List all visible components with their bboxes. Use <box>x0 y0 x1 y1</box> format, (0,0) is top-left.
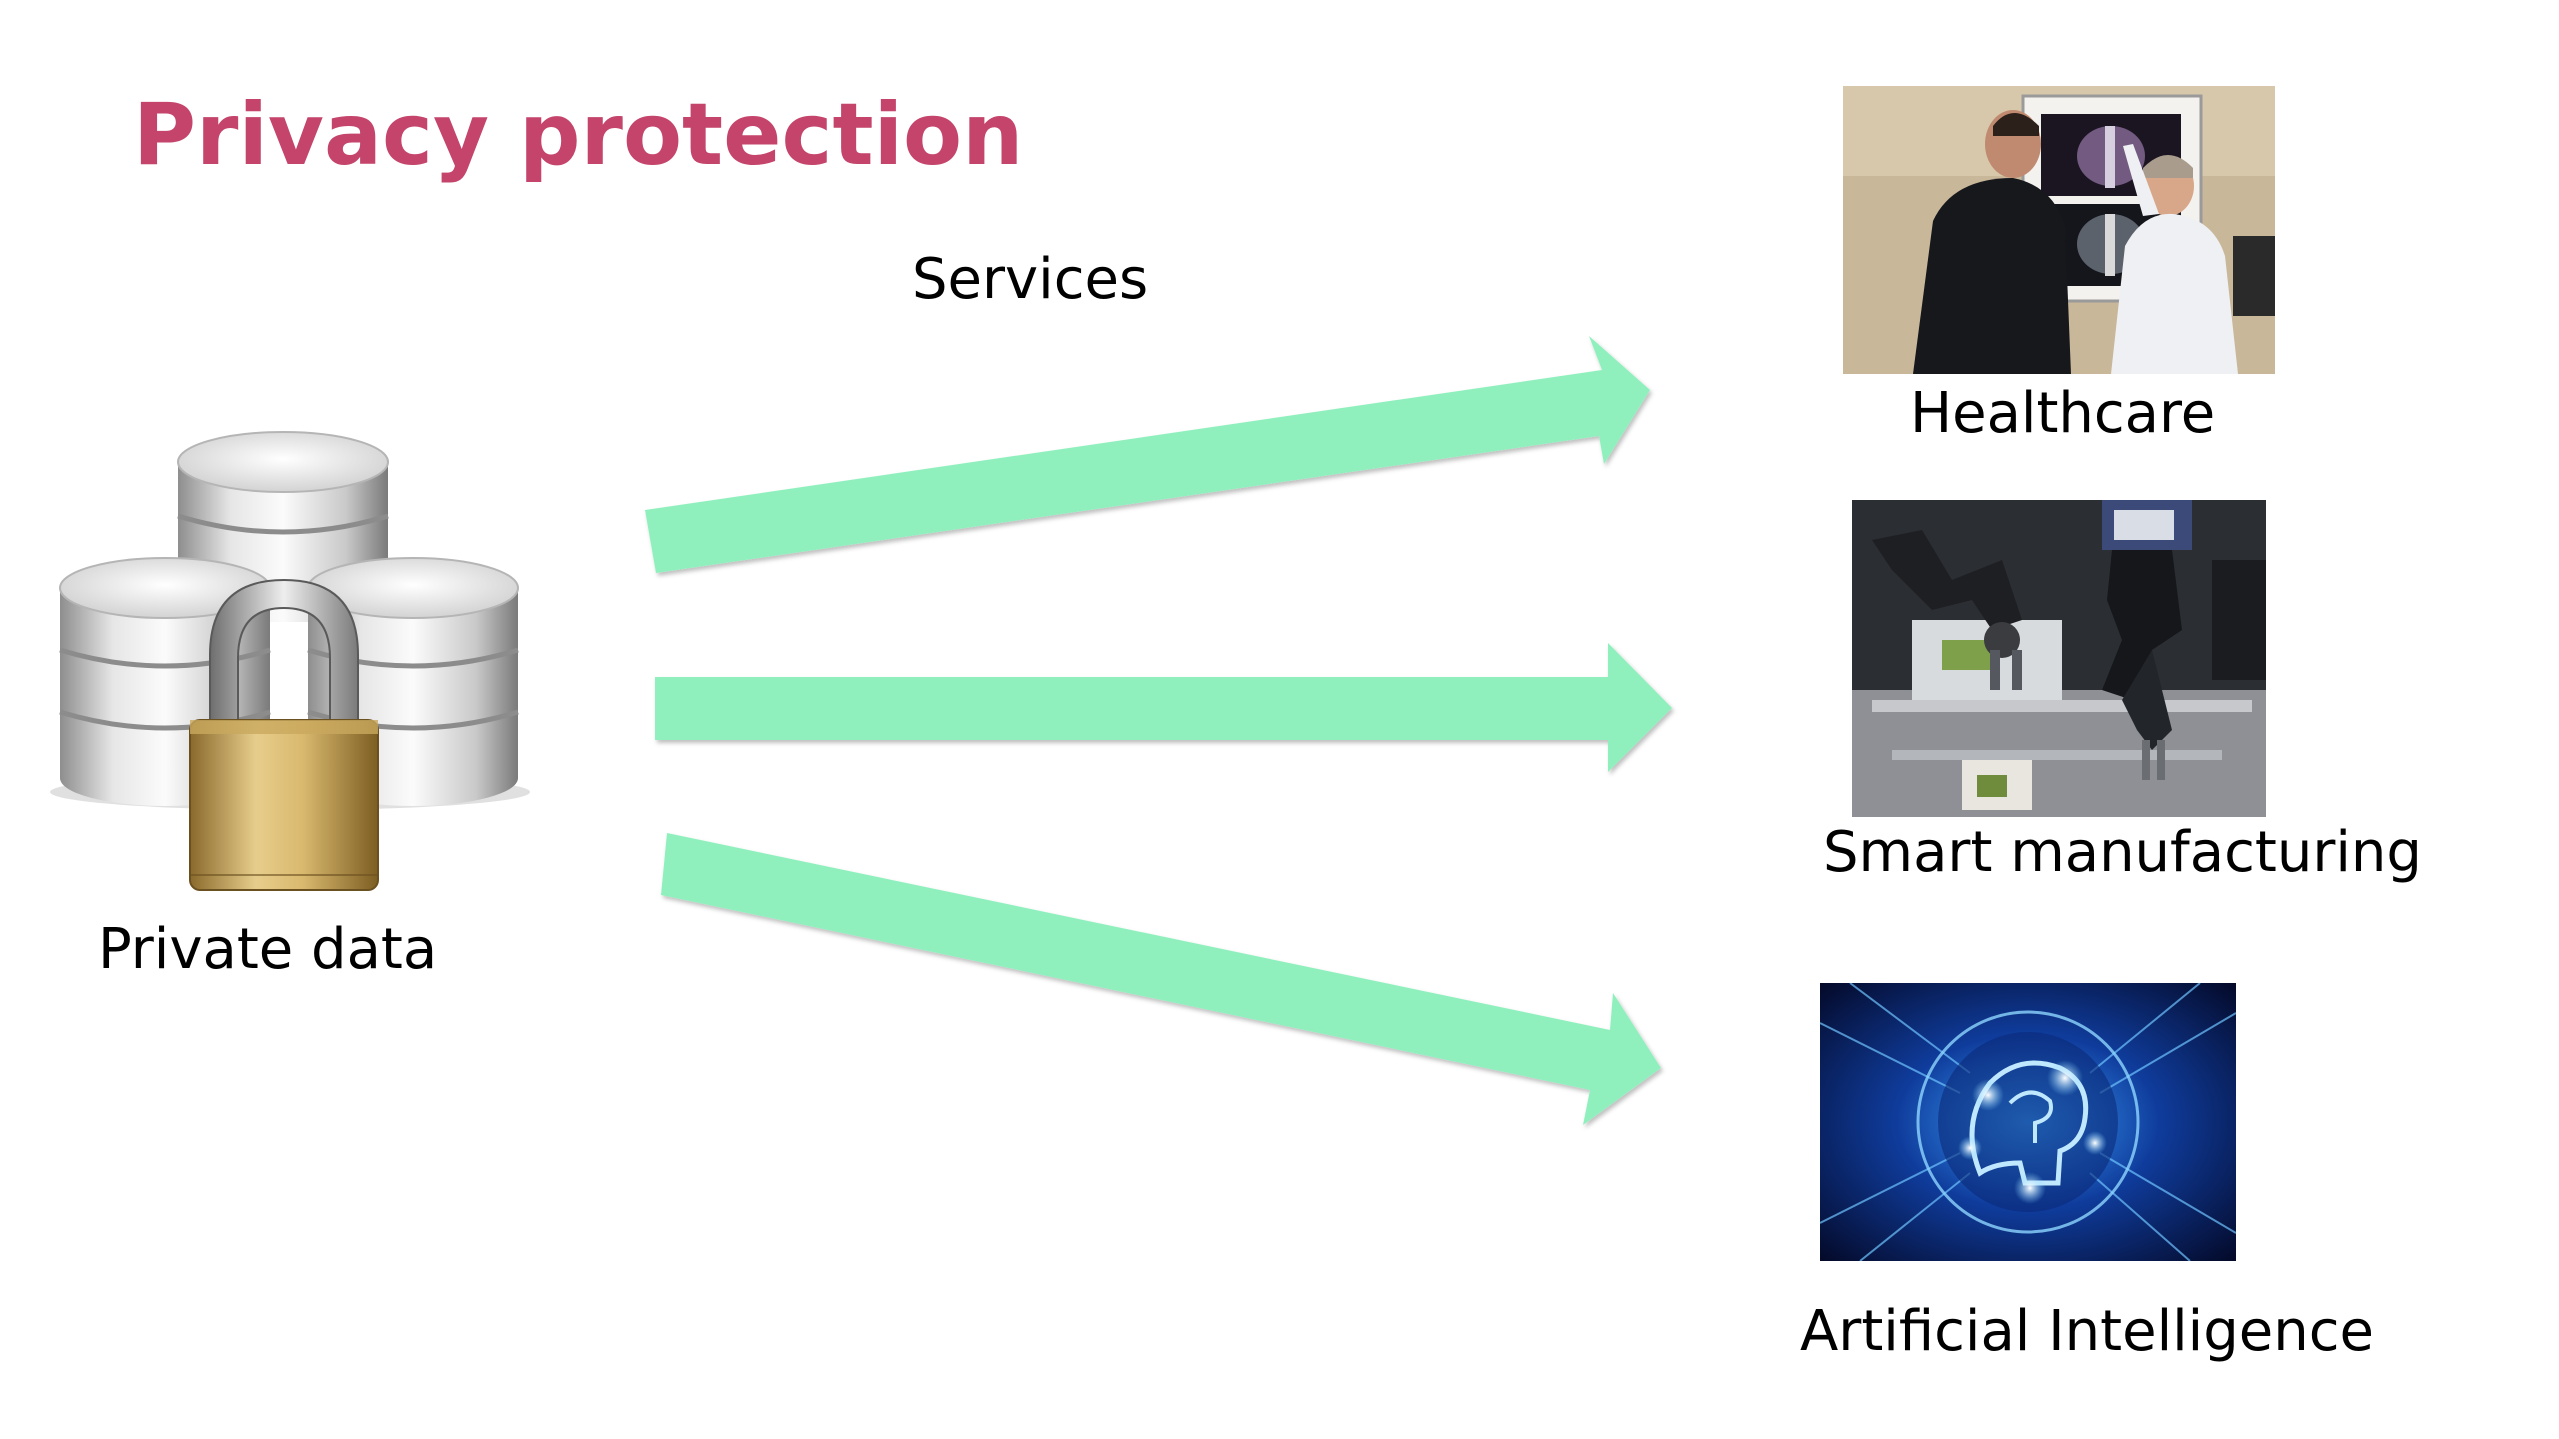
ai-brain-circuit-image <box>1820 983 2236 1261</box>
artificial-intelligence-label: Artificial Intelligence <box>1800 1299 2374 1364</box>
services-label: Services <box>912 247 1149 312</box>
doctors-xray-image <box>1843 86 2275 374</box>
arrow-to-ai <box>661 833 1661 1125</box>
arrow-to-smart-manufacturing <box>655 643 1672 772</box>
database-lock-icon <box>50 431 530 891</box>
slide-title: Privacy protection <box>133 85 1024 185</box>
healthcare-label: Healthcare <box>1910 381 2216 446</box>
arrow-to-healthcare <box>645 336 1650 573</box>
robot-arms-image <box>1852 500 2266 817</box>
private-data-label: Private data <box>98 917 438 982</box>
smart-manufacturing-label: Smart manufacturing <box>1823 820 2422 885</box>
